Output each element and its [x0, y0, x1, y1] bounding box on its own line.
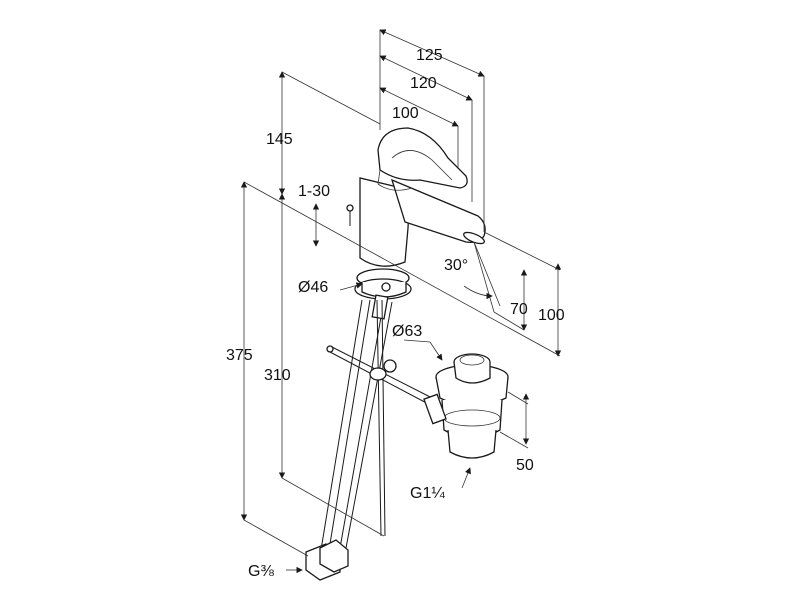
- label-100-reach: 100: [392, 105, 419, 122]
- label-100-height: 100: [538, 307, 565, 324]
- pop-up-rod: [326, 345, 441, 409]
- label-swivel-angle: 30°: [444, 257, 468, 274]
- label-waste-thread: G1¼: [410, 485, 445, 502]
- label-145: 145: [266, 131, 293, 148]
- label-50: 50: [516, 457, 534, 474]
- dimension-lines: [240, 29, 562, 574]
- label-125: 125: [416, 47, 443, 64]
- mixer-body: [346, 127, 486, 300]
- label-70: 70: [510, 301, 528, 318]
- waste-fitting: [423, 353, 509, 459]
- label-120: 120: [410, 75, 437, 92]
- label-deck-thickness: 1-30: [298, 183, 330, 200]
- supply-hoses: [305, 294, 393, 581]
- label-supply-thread: G⅜: [248, 563, 274, 580]
- label-base-diameter: Ø46: [298, 279, 328, 296]
- dimension-labels: 125 120 100 145 1-30 375 310 Ø46 30° 70 …: [226, 47, 565, 580]
- label-waste-diameter: Ø63: [392, 323, 422, 340]
- label-375: 375: [226, 347, 253, 364]
- label-310: 310: [264, 367, 291, 384]
